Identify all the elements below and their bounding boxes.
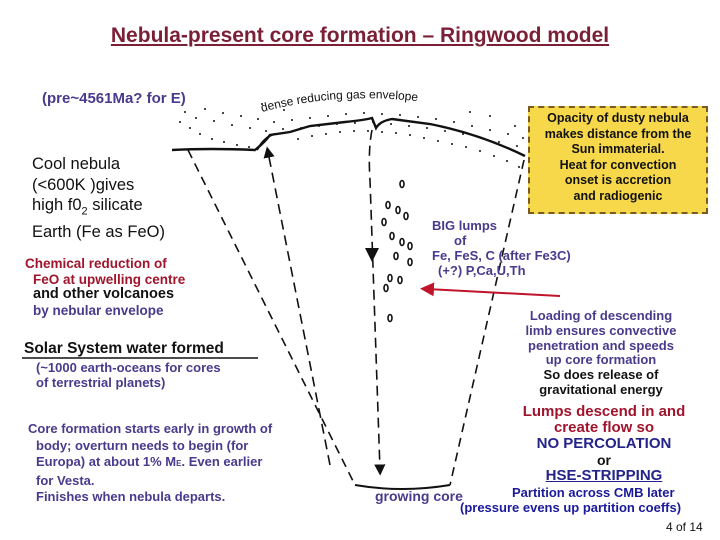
big-lumps-line: Fe, FeS, C (after Fe3C) [432,248,571,263]
cool-nebula-line: Cool nebula [32,155,121,173]
core-formation-text: Europa) at about 1% M [36,454,177,469]
opacity-note-box: Opacity of dusty nebula makes distance f… [528,106,708,214]
loading-line: Loading of descending [529,308,673,323]
cool-nebula-note: Cool nebula (<600K )gives high f02 silic… [32,154,165,242]
page-number: 4 of 14 [666,520,703,534]
core-formation-line: Finishes when nebula departs. [36,489,226,504]
chem-reduction-line: by nebular envelope [33,302,164,318]
partition-line: Partition across CMB later [512,485,675,500]
core-formation-line: body; overturn needs to begin (for [36,437,249,453]
big-lumps-line: BIG lumps [432,218,498,233]
core-formation-line: Europa) at about 1% ME. Even earlier [28,454,272,473]
envelope-label: dense reducing gas envelope [259,87,419,115]
loading-line: up core formation [545,352,657,368]
loading-line: So does release of [543,367,659,383]
opacity-line: makes distance from the [544,126,692,141]
cool-nebula-text: silicate [87,196,143,214]
partition-line: (pressure evens up partition coeffs) [460,500,682,515]
sinking-lumps [381,179,413,323]
loading-line: penetration and speeds [528,337,674,353]
chemical-reduction-note: Chemical reduction of FeO at upwelling c… [25,256,185,318]
core-formation-line: Core formation starts early in growth of [28,421,273,436]
growing-core-label: growing core [375,488,463,504]
planet-surface [171,116,526,158]
core-formation-text: . Even earlier [181,454,263,469]
big-lumps-arrow [420,282,561,297]
cool-nebula-line: Earth (Fe as FeO) [32,222,165,241]
lumps-descend-line: Lumps descend in and [522,403,686,420]
no-percolation-label: NO PERCOLATION [536,435,672,452]
cool-nebula-subscript: 2 [81,205,88,218]
chem-reduction-line: Chemical reduction of [25,256,167,271]
big-lumps-line: of [454,233,467,248]
hse-stripping-label: HSE-STRIPPING [545,467,663,484]
volcano-bump [256,133,276,151]
opacity-line: Sun immaterial. [571,142,665,156]
growing-core-arc [354,484,451,490]
loading-line: gravitational energy [539,381,663,397]
lumps-descend-note: Lumps descend in and create flow so NO P… [498,404,710,484]
core-formation-note: Core formation starts early in growth of… [28,421,272,506]
big-lumps-note: BIG lumps of Fe, FeS, C (after Fe3C) (+?… [432,218,571,278]
wedge-right-boundary [449,159,525,486]
solar-water-line: (~1000 earth-oceans for cores [36,360,221,375]
descending-arrowhead-upper [365,248,379,262]
cool-nebula-line: high f02 silicate [32,195,165,222]
big-lumps-line: (+?) P,Ca,U,Th [438,263,526,278]
core-formation-line: for Vesta. [36,472,95,488]
opacity-line: and radiogenic [573,188,663,203]
partition-note: Partition across CMB later (pressure eve… [460,485,681,515]
chem-reduction-line: and other volcanoes [33,286,175,302]
solar-water-line: of terrestrial planets) [36,375,166,390]
solar-water-heading: Solar System water formed [24,340,224,357]
cool-nebula-text: high f0 [32,196,82,214]
lumps-descend-line: create flow so [553,419,655,436]
wedge-left-boundary [187,149,356,486]
lumps-descend-line: or [597,452,611,468]
loading-line: limb ensures convective [525,322,677,338]
page-title: Nebula-present core formation – Ringwood… [110,24,610,47]
upwelling-arrow [263,146,331,466]
solar-water-detail: (~1000 earth-oceans for cores of terrest… [36,360,221,390]
cool-nebula-line: (<600K )gives [32,175,135,194]
opacity-line: onset is accretion [564,173,672,187]
loading-note: Loading of descending limb ensures conve… [512,308,690,398]
era-label: (pre~4561Ma? for E) [42,90,186,107]
chem-reduction-line: FeO at upwelling centre [33,271,186,287]
opacity-line: Opacity of dusty nebula [547,111,689,125]
descending-limb [368,129,386,476]
opacity-line: Heat for convection [559,157,677,172]
core-formation-subscript: E [176,459,182,468]
